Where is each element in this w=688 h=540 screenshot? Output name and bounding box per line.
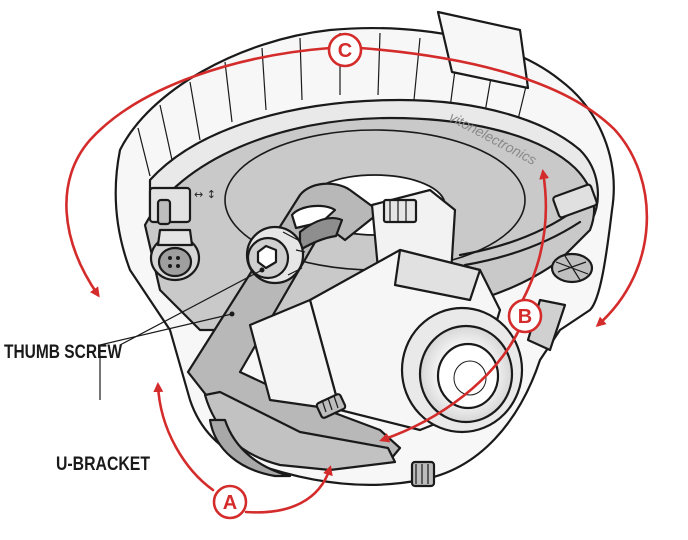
u-bracket-label: U-BRACKET xyxy=(56,454,150,475)
thumb-screw xyxy=(245,225,306,285)
rotation-arrow-a xyxy=(153,382,333,514)
svg-text:B: B xyxy=(518,306,532,328)
adjust-direction-icon: ↔ ↕ xyxy=(194,188,216,201)
thumb-screw-label: THUMB SCREW xyxy=(4,342,122,363)
base-shadow xyxy=(208,418,292,478)
svg-text:C: C xyxy=(338,40,352,62)
axis-c-badge: C xyxy=(327,32,363,68)
u-bracket xyxy=(186,182,402,472)
rotation-arrow-c xyxy=(65,46,649,327)
rotation-arrow-b xyxy=(379,169,550,443)
cable-tie xyxy=(550,252,594,284)
axis-a-badge: A xyxy=(212,484,248,520)
svg-text:A: A xyxy=(223,492,237,514)
axis-b-badge: B xyxy=(507,298,543,334)
cable-harness xyxy=(458,183,598,352)
callout-leaders xyxy=(99,267,265,400)
svg-text:↔ ↕: ↔ ↕ xyxy=(194,188,216,201)
focus-adjust-knob xyxy=(315,393,436,488)
camera-body xyxy=(248,188,524,434)
video-connector xyxy=(148,186,201,282)
